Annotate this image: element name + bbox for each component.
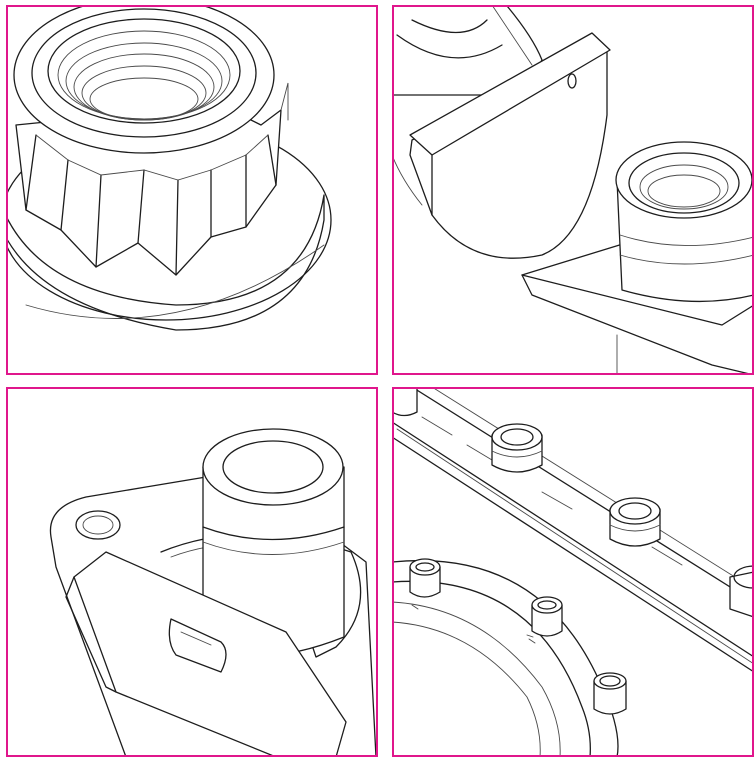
- flange-nut-panel: [6, 5, 378, 375]
- clip-bracket-nut-icon: [49, 428, 377, 757]
- twelve-point-flange-nut-icon: [6, 5, 332, 331]
- nut-rail-assembly-icon: [392, 387, 754, 757]
- weld-nut-bracket-icon: [392, 5, 754, 375]
- nut-rail-assembly-panel: [392, 387, 754, 757]
- clip-bracket-nut-panel: [6, 387, 378, 757]
- bracket-weld-nut-panel: [392, 5, 754, 375]
